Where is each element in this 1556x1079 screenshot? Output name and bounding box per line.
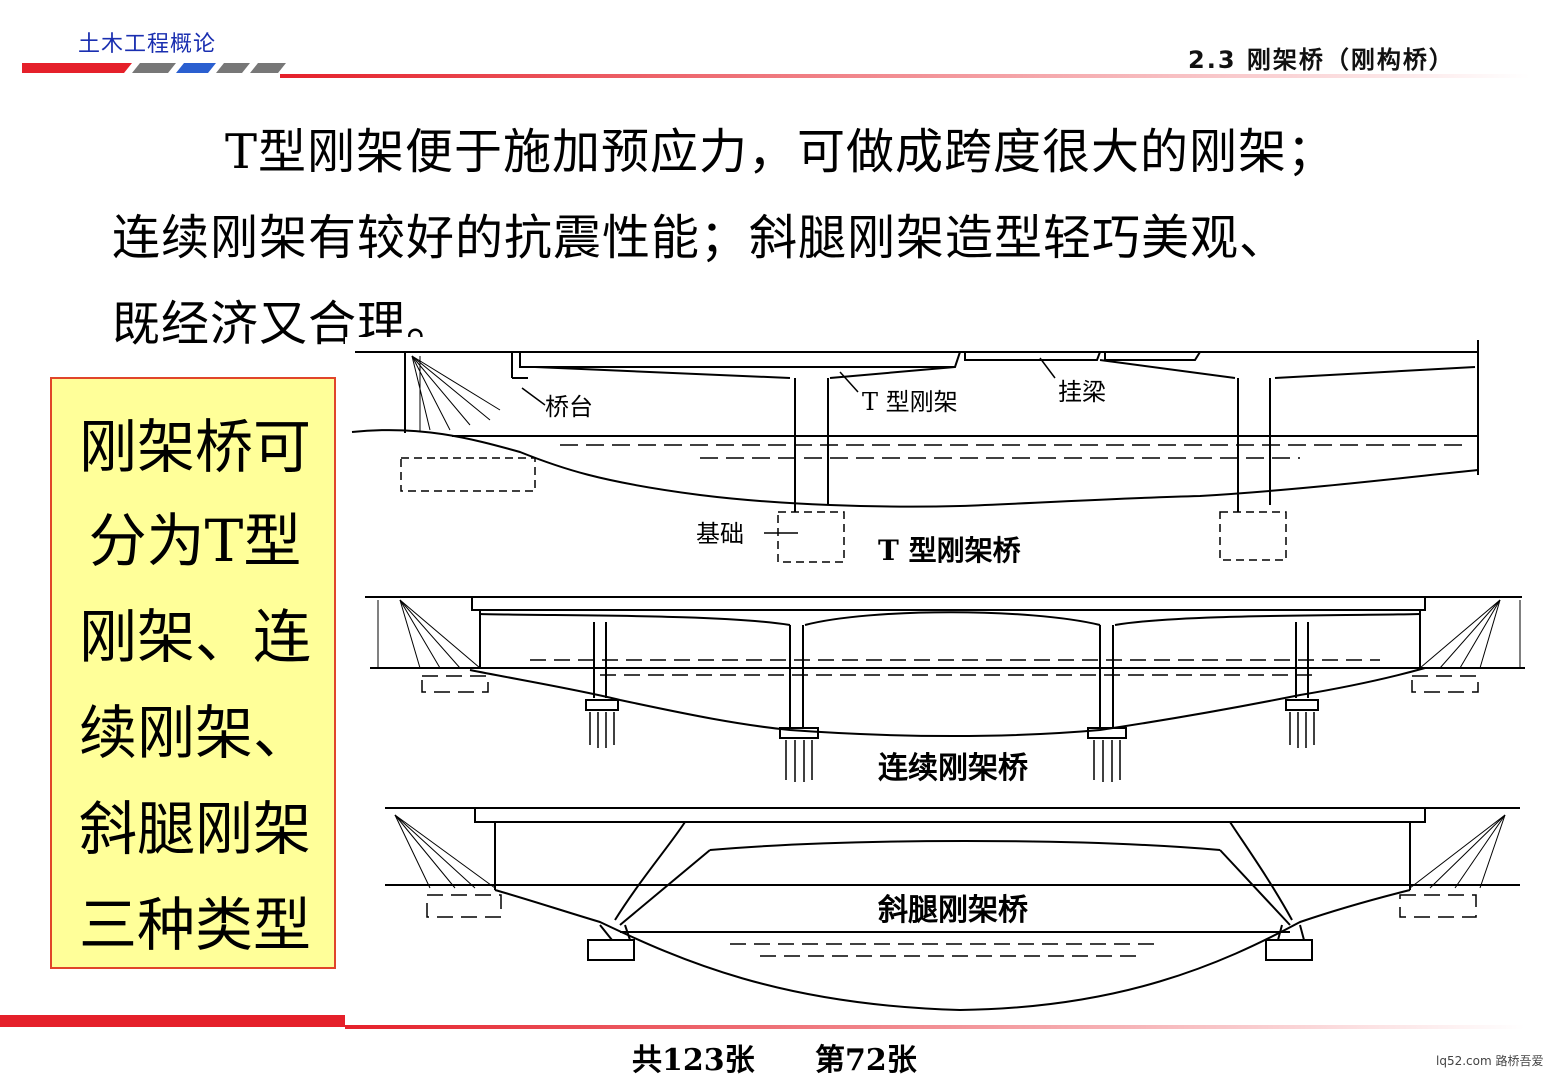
caption-slant-leg-bridge: 斜腿刚架桥 (878, 893, 1028, 928)
label-foundation: 基础 (696, 520, 744, 548)
slant-leg-frame-bridge-drawing (385, 807, 1520, 1012)
classification-line-5: 斜腿刚架 (78, 795, 311, 863)
bridge-diagrams-figure: 桥台 T 型刚架 挂梁 基础 T 型刚架桥 连续刚架桥 斜腿刚架桥 (345, 337, 1527, 1027)
caption-t-frame-bridge: T 型刚架桥 (878, 534, 1021, 567)
course-title: 土木工程概论 (78, 32, 217, 57)
label-t-frame: T 型刚架 (862, 388, 958, 416)
classification-line-1: 刚架桥可 (78, 413, 311, 481)
header-bar (22, 63, 1530, 78)
footer-bar (0, 1015, 1525, 1029)
classification-line-6: 三种类型 (78, 891, 311, 959)
classification-line-2: 分为T型 (88, 507, 302, 575)
classification-line-4: 续刚架、 (78, 699, 311, 767)
body-text-line-1: T型刚架便于施加预应力，可做成跨度很大的刚架； (225, 124, 1337, 180)
classification-box: 刚架桥可 分为T型 刚架、连 续刚架、 斜腿刚架 三种类型 (50, 377, 336, 969)
t-frame-bridge-drawing (351, 340, 1479, 563)
slide-number: 第72张 (815, 1043, 917, 1078)
continuous-frame-bridge-drawing (365, 596, 1525, 782)
caption-continuous-bridge: 连续刚架桥 (878, 751, 1028, 786)
label-hung-beam: 挂梁 (1058, 378, 1106, 406)
label-abutment: 桥台 (545, 393, 593, 421)
slide-total: 共123张 (632, 1043, 755, 1078)
body-text-line-2: 连续刚架有较好的抗震性能；斜腿刚架造型轻巧美观、 (112, 210, 1289, 266)
watermark: lq52.com 路桥吾爱 (1436, 1054, 1544, 1068)
section-title: 2.3 刚架桥（刚构桥） (1188, 46, 1455, 74)
classification-line-3: 刚架、连 (78, 603, 311, 671)
